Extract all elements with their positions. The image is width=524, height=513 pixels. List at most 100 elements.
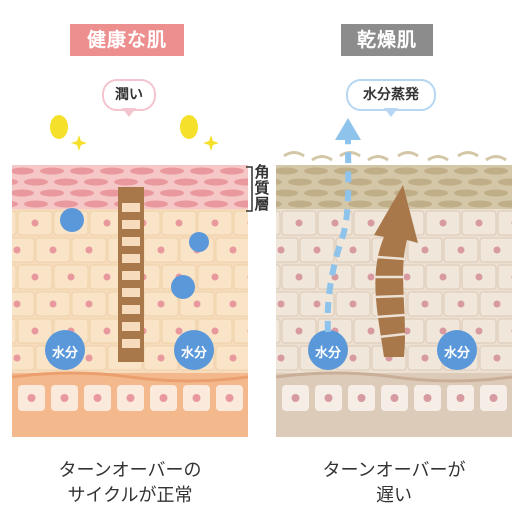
corneum-scale — [84, 178, 108, 186]
corneum-scale — [204, 178, 228, 186]
cell-nucleus — [229, 300, 237, 308]
skin-flake — [427, 155, 449, 162]
cell-nucleus — [211, 219, 219, 227]
evaporation-arrow — [324, 118, 361, 333]
skin-cell — [233, 264, 248, 290]
corneum-scale — [40, 189, 64, 197]
cell-nucleus — [403, 273, 411, 281]
ladder-rung — [122, 220, 140, 229]
corneum-scale — [468, 178, 492, 186]
moisture-label: 水分 — [314, 346, 341, 361]
corneum-scale — [318, 200, 342, 208]
skin-flake — [283, 151, 305, 158]
corneum-scale — [174, 200, 198, 208]
moisture-label: 水分 — [443, 346, 470, 361]
corneum-scale — [24, 178, 48, 186]
cell-nucleus — [367, 327, 375, 335]
ladder-rung — [122, 203, 140, 212]
ladder-rung — [122, 322, 140, 331]
dry-skin-illustration — [276, 165, 512, 437]
corneum-scale — [288, 200, 312, 208]
skin-cell — [497, 210, 512, 236]
corneum-scale — [484, 167, 508, 175]
corneum-scale — [12, 189, 34, 197]
cell-nucleus — [456, 394, 465, 402]
cell-nucleus — [475, 273, 483, 281]
corneum-scale — [276, 200, 282, 208]
cell-nucleus — [103, 327, 111, 335]
cell-nucleus — [159, 394, 168, 402]
corneum-scale — [234, 178, 248, 186]
cell-nucleus — [493, 300, 501, 308]
cell-nucleus — [313, 300, 321, 308]
corneum-scale — [276, 178, 282, 186]
cell-nucleus — [225, 394, 234, 402]
corneum-scale — [484, 189, 508, 197]
caption-line: ターンオーバーが — [322, 460, 466, 481]
skin-flake — [397, 151, 419, 158]
moisture-circle — [437, 330, 477, 370]
corneum-scale — [348, 178, 372, 186]
cell-nucleus — [13, 246, 21, 254]
corneum-scale — [12, 200, 18, 208]
stratum-corneum-label: 角 質 層 — [253, 164, 271, 212]
cell-nucleus — [175, 327, 183, 335]
ladder-rung — [122, 254, 140, 263]
moisture-bubble-label: 潤い — [115, 87, 143, 103]
cell-nucleus — [421, 300, 429, 308]
evaporation-bubble: 水分蒸発 — [346, 79, 436, 117]
healthy-caption: ターンオーバーの サイクルが正常 — [12, 458, 248, 508]
ladder-rung — [122, 271, 140, 280]
cell-nucleus — [421, 354, 429, 362]
cell-nucleus — [324, 394, 333, 402]
skin-cell — [276, 210, 281, 236]
cell-nucleus — [489, 394, 498, 402]
skin-cell — [276, 291, 299, 317]
cell-nucleus — [277, 300, 285, 308]
cell-nucleus — [439, 273, 447, 281]
corneum-scale — [454, 167, 478, 175]
cell-nucleus — [157, 354, 165, 362]
cell-nucleus — [457, 246, 465, 254]
cell-nucleus — [475, 327, 483, 335]
cell-nucleus — [291, 394, 300, 402]
cell-nucleus — [493, 246, 501, 254]
cell-nucleus — [247, 221, 248, 225]
corneum-scale — [174, 178, 198, 186]
cell-nucleus — [193, 300, 201, 308]
corneum-scale — [12, 167, 34, 175]
label-char: 質 — [254, 179, 270, 197]
skin-cell — [276, 318, 281, 344]
corneum-scale — [220, 189, 244, 197]
skin-cell — [276, 345, 299, 371]
corneum-scale — [334, 167, 358, 175]
cell-nucleus — [93, 394, 102, 402]
cell-nucleus — [229, 246, 237, 254]
corneum-scale — [54, 200, 78, 208]
skin-cell — [497, 318, 512, 344]
turnover-ladder — [118, 187, 144, 362]
corneum-scale — [144, 178, 168, 186]
cell-nucleus — [247, 329, 248, 333]
layer-bracket — [246, 166, 253, 212]
moisture-circle — [174, 330, 214, 370]
dry-caption: ターンオーバーが 遅い — [276, 458, 512, 508]
shine-icon — [50, 115, 219, 151]
cell-nucleus — [357, 394, 366, 402]
cell-nucleus — [511, 221, 512, 225]
corneum-scale — [408, 200, 432, 208]
healthy-skin-cross-section: 水分 水分 — [12, 165, 248, 437]
dry-skin-cross-section: 水分 水分 — [276, 165, 512, 437]
cell-nucleus — [511, 329, 512, 333]
corneum-scale — [70, 167, 94, 175]
cell-nucleus — [439, 219, 447, 227]
cell-nucleus — [49, 246, 57, 254]
moisture-label: 水分 — [51, 346, 78, 361]
corneum-scale — [348, 200, 372, 208]
label-char: 角 — [254, 163, 270, 181]
cell-nucleus — [493, 354, 501, 362]
corneum-scale — [220, 167, 244, 175]
cell-nucleus — [31, 327, 39, 335]
corneum-scale — [160, 189, 184, 197]
moisture-label: 水分 — [180, 346, 207, 361]
